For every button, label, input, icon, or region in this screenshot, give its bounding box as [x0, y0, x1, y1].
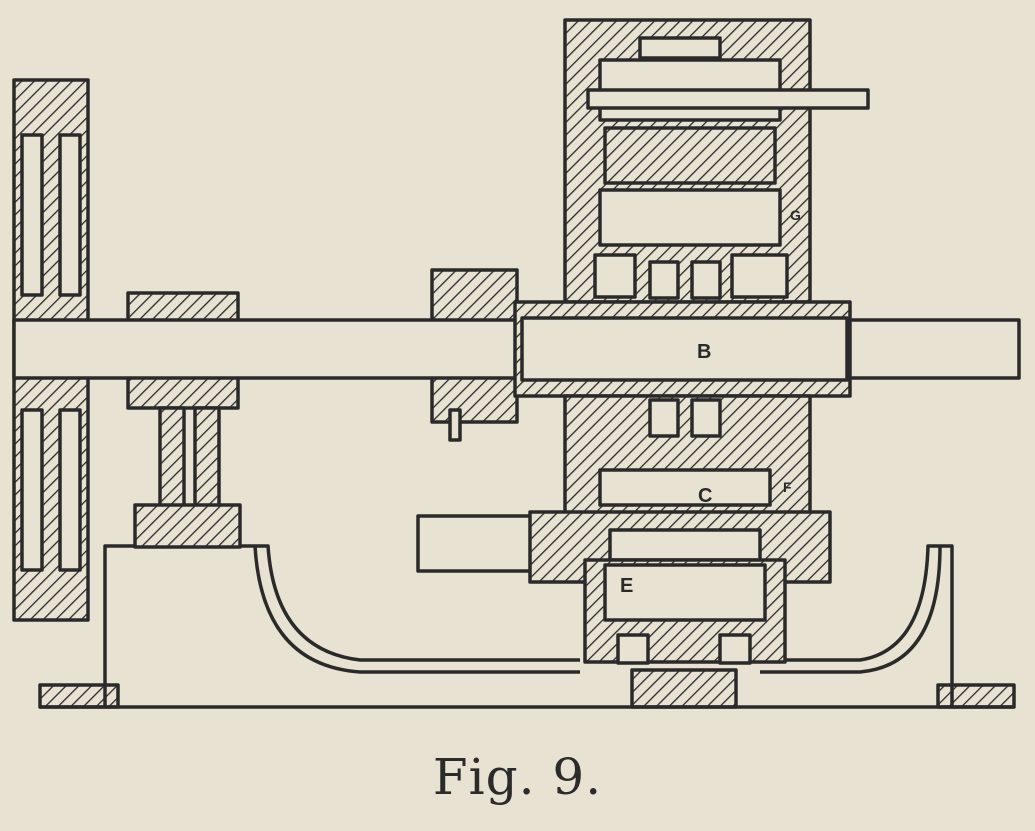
base-foot-center: [630, 668, 738, 709]
pump-port-3: [648, 398, 680, 438]
base-foot-right: [936, 683, 1016, 709]
pump-port-1: [648, 260, 680, 300]
flywheel-spoke-gap-top-2: [58, 133, 82, 297]
cylinder-bore: [608, 528, 762, 562]
label-b: B: [697, 341, 711, 363]
pump-rod: [586, 88, 870, 110]
label-c: C: [698, 485, 712, 507]
flywheel-spoke-gap-top: [20, 133, 44, 297]
basin-inner: [253, 545, 942, 674]
pump-cavity-side-l: [593, 253, 637, 299]
pump-chamber-top: [603, 126, 777, 185]
pump-cavity-side-r: [730, 253, 789, 299]
pump-port-2: [690, 260, 722, 300]
flywheel-spoke-gap-bottom: [20, 408, 44, 572]
eccentric-b-face: [520, 316, 849, 382]
label-g: G: [790, 207, 801, 223]
collar-pin: [448, 408, 462, 442]
pump-port-4: [690, 398, 722, 438]
lower-valve-l: [616, 633, 650, 665]
bearing-foot: [133, 503, 242, 549]
pump-cap: [638, 36, 722, 60]
bearing-pillar-2: [193, 406, 221, 510]
bearing-pillar-1: [158, 406, 186, 510]
flywheel-spoke-gap-bottom-2: [58, 408, 82, 572]
label-e: E: [620, 575, 633, 597]
pump-cavity-top: [598, 188, 782, 247]
lower-chamber-e: [603, 563, 767, 622]
figure-caption: Fig. 9.: [432, 748, 603, 806]
base-housing: [103, 544, 954, 707]
label-f: F: [783, 479, 792, 495]
side-cylinder: [416, 514, 540, 573]
pump-cavity-c: [598, 468, 772, 507]
lower-valve-r: [718, 633, 752, 665]
